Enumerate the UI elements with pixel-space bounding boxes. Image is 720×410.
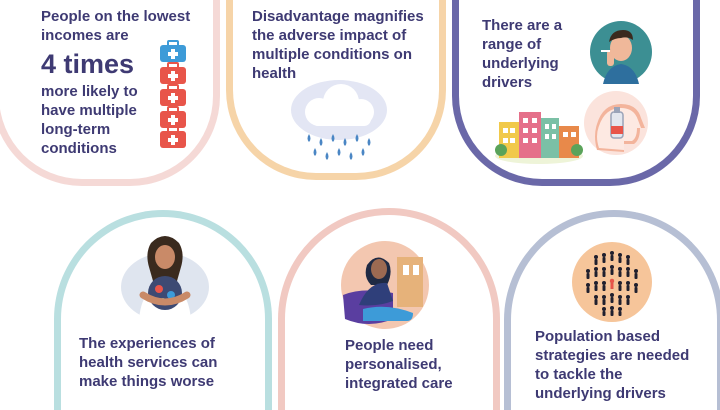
card3-line2: range of [482,36,542,53]
head-with-bottle-icon [584,91,648,155]
card6-line2: strategies are needed [535,347,690,364]
card-disadvantage: Disadvantage magnifies the adverse impac… [226,0,446,180]
housing-icon [495,112,583,164]
card2-line4: health [252,65,297,82]
card6-line4: underlying drivers [535,385,666,402]
smoking-person-icon [590,21,652,84]
card1-line1: People on the lowest [41,8,191,25]
card1-line5: long-term [41,121,111,138]
card4-line3: make things worse [79,373,215,390]
card1-line2: incomes are [41,27,129,44]
card1-line3: more likely to [41,83,138,100]
crowd-icon [572,242,652,322]
card6-line3: to tackle the [535,366,623,383]
card5-line1: People need [345,337,434,354]
card5-line2: personalised, [345,356,442,373]
card1-emphasis: 4 times [41,49,135,79]
card-underlying-drivers: There are a range of underlying drivers [452,0,700,186]
card6-line1: Population based [535,328,661,345]
card2-line2: the adverse impact of [252,27,407,44]
card1-line4: have multiple [41,102,137,119]
card-personalised-care: People need personalised, integrated car… [278,208,500,410]
card-lowest-incomes: People on the lowest incomes are 4 times… [0,0,220,186]
person-sitting-icon [341,241,429,329]
rain-cloud-icon [291,80,387,160]
card3-line3: underlying [482,55,559,72]
medical-kit-icon [160,40,186,148]
card-population-strategies: Population based strategies are needed t… [504,210,720,410]
card5-line3: integrated care [345,375,453,392]
card3-line4: drivers [482,74,533,91]
card2-line1: Disadvantage magnifies [252,8,424,25]
person-hugging-icon [121,236,209,321]
card4-line2: health services can [79,354,218,371]
card-health-services: The experiences of health services can m… [54,210,272,410]
card3-line1: There are a [482,17,563,34]
card4-line1: The experiences of [79,335,215,352]
card1-line6: conditions [41,140,117,157]
card2-line3: multiple conditions on [252,46,412,63]
